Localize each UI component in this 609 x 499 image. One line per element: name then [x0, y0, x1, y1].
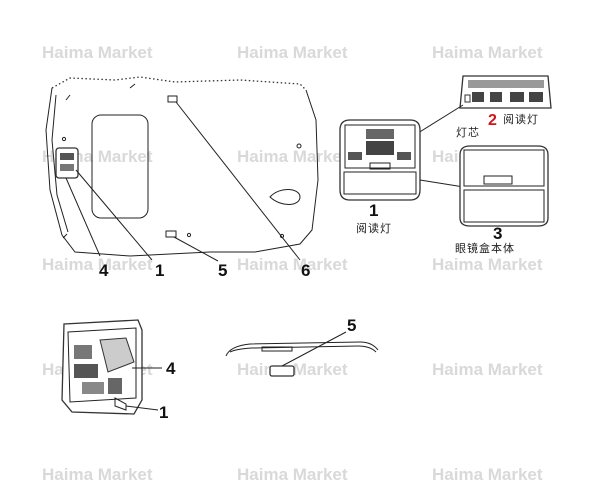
- watermark: Haima Market: [42, 465, 153, 484]
- callout-5: 5: [218, 261, 227, 280]
- reading-lamp-drawing: [339, 119, 471, 201]
- callout-5: 5: [347, 316, 356, 335]
- leader-4: [65, 177, 101, 257]
- callout-1: 1: [155, 261, 164, 280]
- watermarks: Haima Market Haima Market Haima Market H…: [42, 43, 543, 484]
- watermark: Haima Market: [237, 147, 348, 166]
- callout-2: 2: [488, 112, 497, 129]
- callout-4: 4: [166, 359, 176, 378]
- leader-1: [75, 169, 153, 261]
- section-drawing: [225, 331, 379, 377]
- leader-5: [173, 236, 219, 262]
- watermark: Haima Market: [432, 360, 543, 379]
- watermark: Haima Market: [432, 255, 543, 274]
- label-reading-lamp: 阅读灯: [356, 221, 392, 235]
- watermark: Haima Market: [42, 43, 153, 62]
- watermark: Haima Market: [237, 43, 348, 62]
- callout-4: 4: [99, 261, 109, 280]
- watermark: Haima Market: [42, 255, 153, 274]
- watermark: Haima Market: [432, 43, 543, 62]
- headliner-drawing: [45, 76, 319, 262]
- label-glasses-case: 眼镜盒本体: [455, 241, 515, 255]
- watermark: Haima Market: [237, 465, 348, 484]
- callout-1: 1: [159, 403, 168, 422]
- lamp-detail-drawing: [61, 319, 162, 415]
- lamp-core-drawing: [409, 75, 552, 139]
- label-reading-lamp-2: 阅读灯: [503, 112, 539, 126]
- watermark: Haima Market: [237, 255, 348, 274]
- callout-6: 6: [301, 261, 310, 280]
- watermark: Haima Market: [432, 465, 543, 484]
- leader-6: [175, 101, 301, 261]
- callout-3: 3: [493, 224, 502, 243]
- label-lamp-core: 灯芯: [456, 125, 480, 139]
- glasses-case-drawing: [459, 145, 549, 227]
- callout-1: 1: [369, 201, 378, 220]
